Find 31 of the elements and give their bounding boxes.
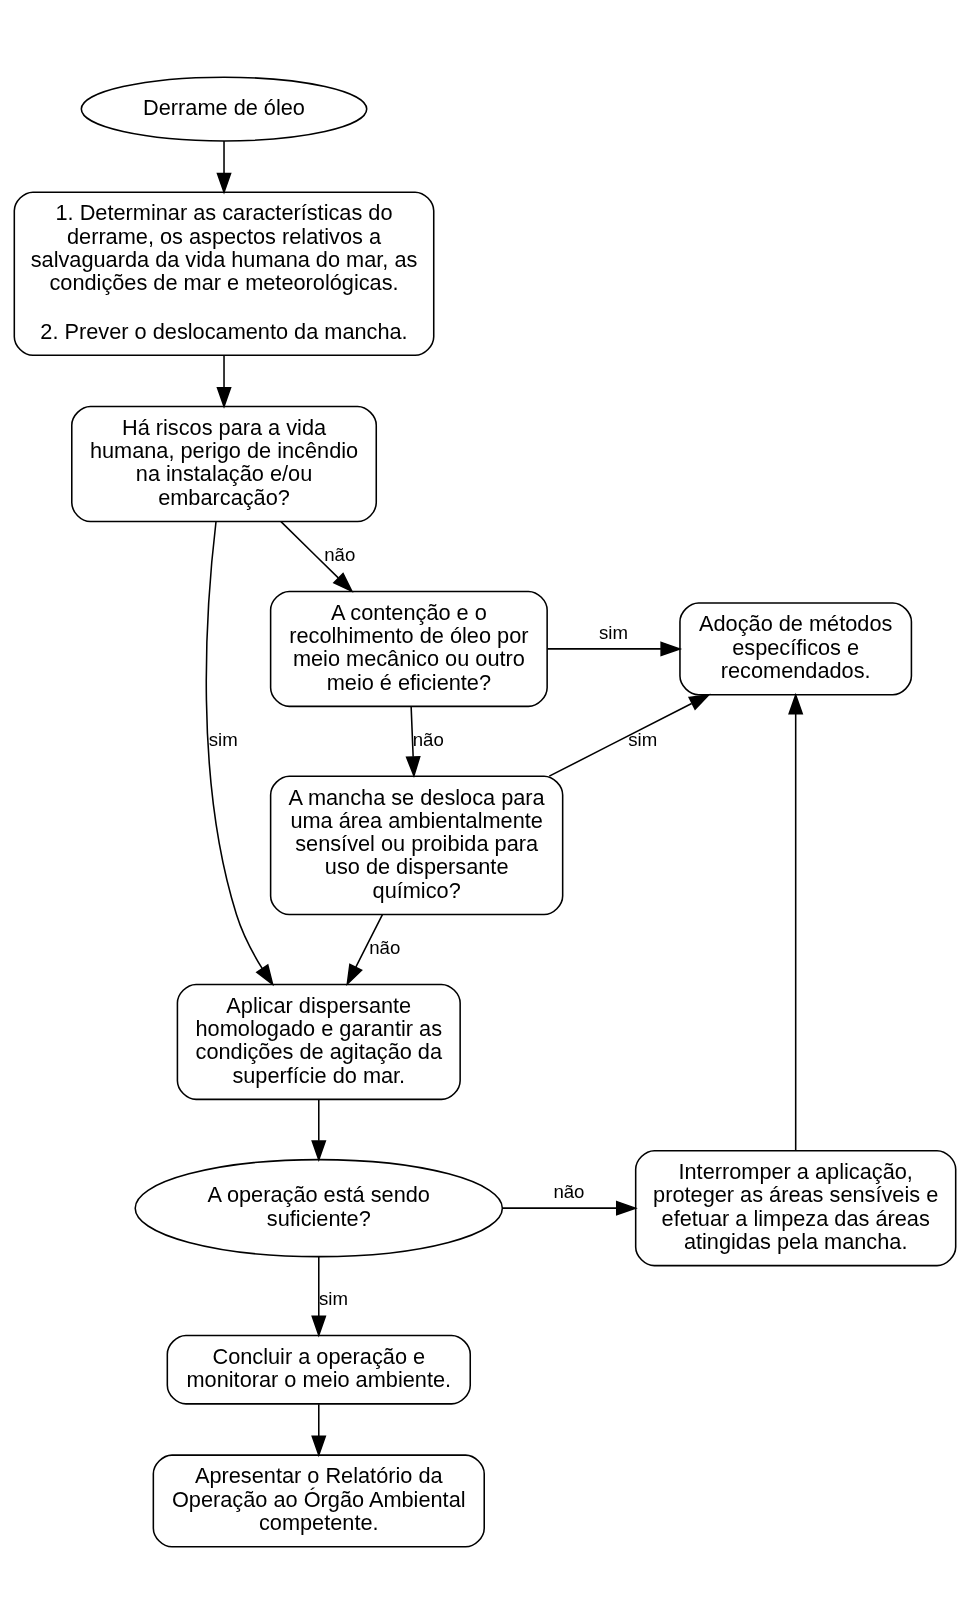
arrow — [346, 913, 384, 986]
node-box: Há riscos para a vida humana, perigo de incêndio na instalação e/ou embarcação? — [71, 405, 378, 522]
node-box: A contenção e o recolhimento de óleo por meio mecânico ou outro meio é eficiente? — [269, 590, 548, 707]
arrow — [216, 139, 232, 194]
arrow — [311, 1255, 327, 1337]
arrow — [788, 692, 804, 1151]
arrow — [548, 693, 711, 777]
edge-label: sim — [599, 621, 629, 643]
edge-label: sim — [628, 728, 658, 750]
arrow — [546, 640, 683, 656]
node-box: Aplicar dispersante homologado e garantir as condições de agitação da superfície do mar. — [176, 983, 461, 1100]
node-box: Concluir a operação e monitorar o meio ambiente. — [166, 1334, 471, 1405]
node-ellipse: Derrame de óleo — [80, 75, 368, 142]
edge-label: não — [324, 543, 356, 565]
node-box: Interromper a aplicação, proteger as áreas sensíveis e efetuar a limpeza das áreas atingidas pela mancha. — [634, 1149, 957, 1266]
edge-label: não — [553, 1180, 585, 1202]
arrow — [280, 520, 354, 593]
edge-label: não — [412, 728, 444, 750]
arrow — [311, 1098, 327, 1162]
arrow — [311, 1403, 327, 1457]
edge-label: sim — [208, 728, 238, 750]
arrow — [405, 705, 421, 778]
node-box: A mancha se desloca para uma área ambientalmente sensível ou proibida para uso de dispersante químico? — [269, 775, 564, 915]
node-box: Apresentar o Relatório da Operação ao Órgão Ambiental competente. — [152, 1453, 485, 1548]
node-box: Adoção de métodos específicos e recomendados. — [679, 601, 913, 695]
arrow — [216, 354, 232, 409]
arrow — [501, 1200, 638, 1216]
node-box: 1. Determinar as características do derrame, os aspectos relativos a salvaguarda da vida humana do mar, as condições de mar e meteorológicas. 2. Prever o deslocamento da mancha. — [13, 190, 435, 356]
node-ellipse: A operação está sendo suficiente? — [134, 1158, 504, 1257]
edge-label: não — [369, 936, 401, 958]
arrow — [205, 520, 274, 986]
